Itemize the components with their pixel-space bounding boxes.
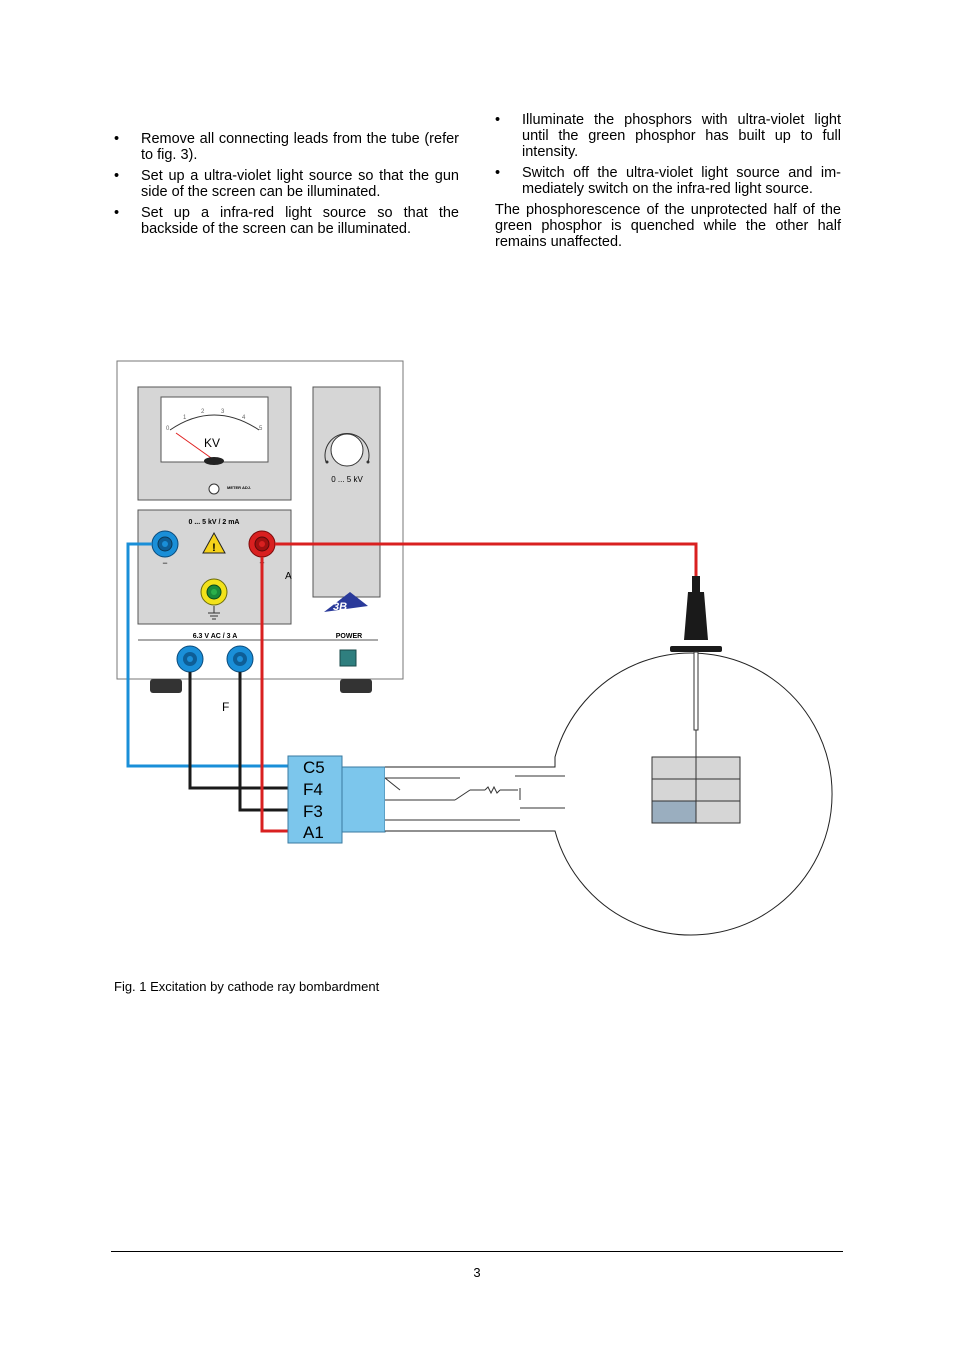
svg-text:!: ! bbox=[212, 542, 216, 554]
tube-socket bbox=[341, 766, 386, 833]
minus-sign: − bbox=[162, 558, 167, 568]
meter-needle bbox=[175, 432, 215, 461]
pin-c5: C5 bbox=[303, 758, 325, 777]
ground-icon bbox=[208, 606, 220, 620]
bullet-text: Set up a ultra-violet light source so th… bbox=[141, 168, 459, 200]
knob-scale-arc bbox=[324, 432, 370, 463]
pin-f4: F4 bbox=[303, 780, 323, 799]
meter-tick-2: 2 bbox=[201, 409, 205, 415]
bullet-dot: • bbox=[495, 112, 501, 128]
meter-adjust-label: METER ADJ. bbox=[227, 485, 251, 490]
result-paragraph: The phosphorescence of the unprotected h… bbox=[495, 202, 841, 250]
minus-terminal[interactable] bbox=[151, 530, 179, 558]
black-lead-f4 bbox=[188, 672, 288, 790]
meter-face bbox=[160, 396, 269, 463]
power-switch[interactable] bbox=[339, 649, 357, 667]
brand-logo: 3B bbox=[324, 592, 368, 613]
bullet-item: • Illuminate the phosphors with ultra-vio… bbox=[495, 112, 841, 160]
tube-envelope bbox=[385, 652, 833, 936]
filament-terminal-right[interactable] bbox=[226, 645, 254, 673]
meter-unit: KV bbox=[204, 436, 220, 450]
figure-caption: Fig. 1 Excitation by cathode ray bombard… bbox=[114, 979, 380, 994]
tube-connector bbox=[287, 755, 343, 844]
bullet-dot: • bbox=[114, 168, 120, 184]
bullet-dot: • bbox=[114, 131, 120, 147]
bullet-item: • Switch off the ultra-violet light sourc… bbox=[495, 165, 841, 197]
bullet-dot: • bbox=[495, 165, 501, 181]
plus-terminal[interactable] bbox=[248, 530, 276, 558]
pin-f3: F3 bbox=[303, 802, 323, 821]
meter-scale-arc bbox=[169, 414, 260, 431]
ground-terminal[interactable] bbox=[200, 578, 228, 606]
bullet-text: Switch off the ultra-violet light source… bbox=[522, 165, 841, 197]
footer-rule bbox=[111, 1251, 843, 1252]
bullet-item: • Set up a ultra-violet light source so t… bbox=[114, 168, 459, 200]
left-bullet-list: • Remove all connecting leads from the tu… bbox=[114, 131, 459, 237]
red-lead-anode-cap bbox=[275, 542, 698, 580]
meter-pivot bbox=[204, 457, 224, 465]
meter-tick-5: 5 bbox=[259, 426, 263, 432]
bullet-text: Remove all connecting leads from the tub… bbox=[141, 131, 459, 163]
output-rating-label: 0 ... 5 kV / 2 mA bbox=[189, 519, 240, 526]
power-label: POWER bbox=[336, 633, 362, 640]
knob-max-dot bbox=[366, 460, 370, 464]
housing-foot-right bbox=[340, 679, 372, 693]
svg-text:3B: 3B bbox=[333, 601, 347, 613]
right-bullet-list: • Illuminate the phosphors with ultra-vio… bbox=[495, 112, 841, 197]
red-lead-a1 bbox=[260, 557, 288, 833]
bullet-item: • Set up a infra-red light source so that… bbox=[114, 205, 459, 237]
filament-rating-label: 6.3 V AC / 3 A bbox=[193, 633, 238, 640]
meter-tick-1: 1 bbox=[183, 415, 187, 421]
meter-tick-0: 0 bbox=[166, 426, 170, 432]
phosphor-screen bbox=[651, 756, 741, 824]
anode-rod bbox=[693, 651, 699, 731]
knob-min-dot bbox=[325, 460, 329, 464]
meter-tick-4: 4 bbox=[242, 415, 246, 421]
meter-tick-3: 3 bbox=[221, 409, 225, 415]
right-column: • Illuminate the phosphors with ultra-vio… bbox=[495, 112, 841, 250]
housing-foot-left bbox=[150, 679, 182, 693]
warning-icon: ! bbox=[202, 531, 226, 554]
meter-adjust-screw[interactable] bbox=[208, 483, 220, 495]
anode-label: A bbox=[285, 571, 292, 582]
bullet-text: Set up a infra-red light source so that … bbox=[141, 205, 459, 237]
filament-terminal-left[interactable] bbox=[176, 645, 204, 673]
knob-panel bbox=[312, 386, 381, 598]
bullet-dot: • bbox=[114, 205, 120, 221]
voltage-knob[interactable] bbox=[330, 433, 364, 467]
bullet-text: Illuminate the phosphors with ultra-viol… bbox=[522, 112, 841, 160]
bullet-item: • Remove all connecting leads from the tu… bbox=[114, 131, 459, 163]
anode-cap-top bbox=[692, 576, 700, 592]
page-number: 3 bbox=[473, 1265, 481, 1280]
blue-lead bbox=[126, 542, 288, 768]
black-lead-f3 bbox=[238, 672, 288, 812]
anode-cap-flange bbox=[670, 646, 722, 652]
electron-gun bbox=[384, 775, 565, 821]
knob-range-label: 0 ... 5 kV bbox=[331, 475, 363, 484]
anode-cap bbox=[684, 592, 708, 640]
pin-a1: A1 bbox=[303, 823, 324, 842]
left-column: • Remove all connecting leads from the tu… bbox=[114, 131, 459, 242]
filament-label: F bbox=[222, 700, 229, 714]
